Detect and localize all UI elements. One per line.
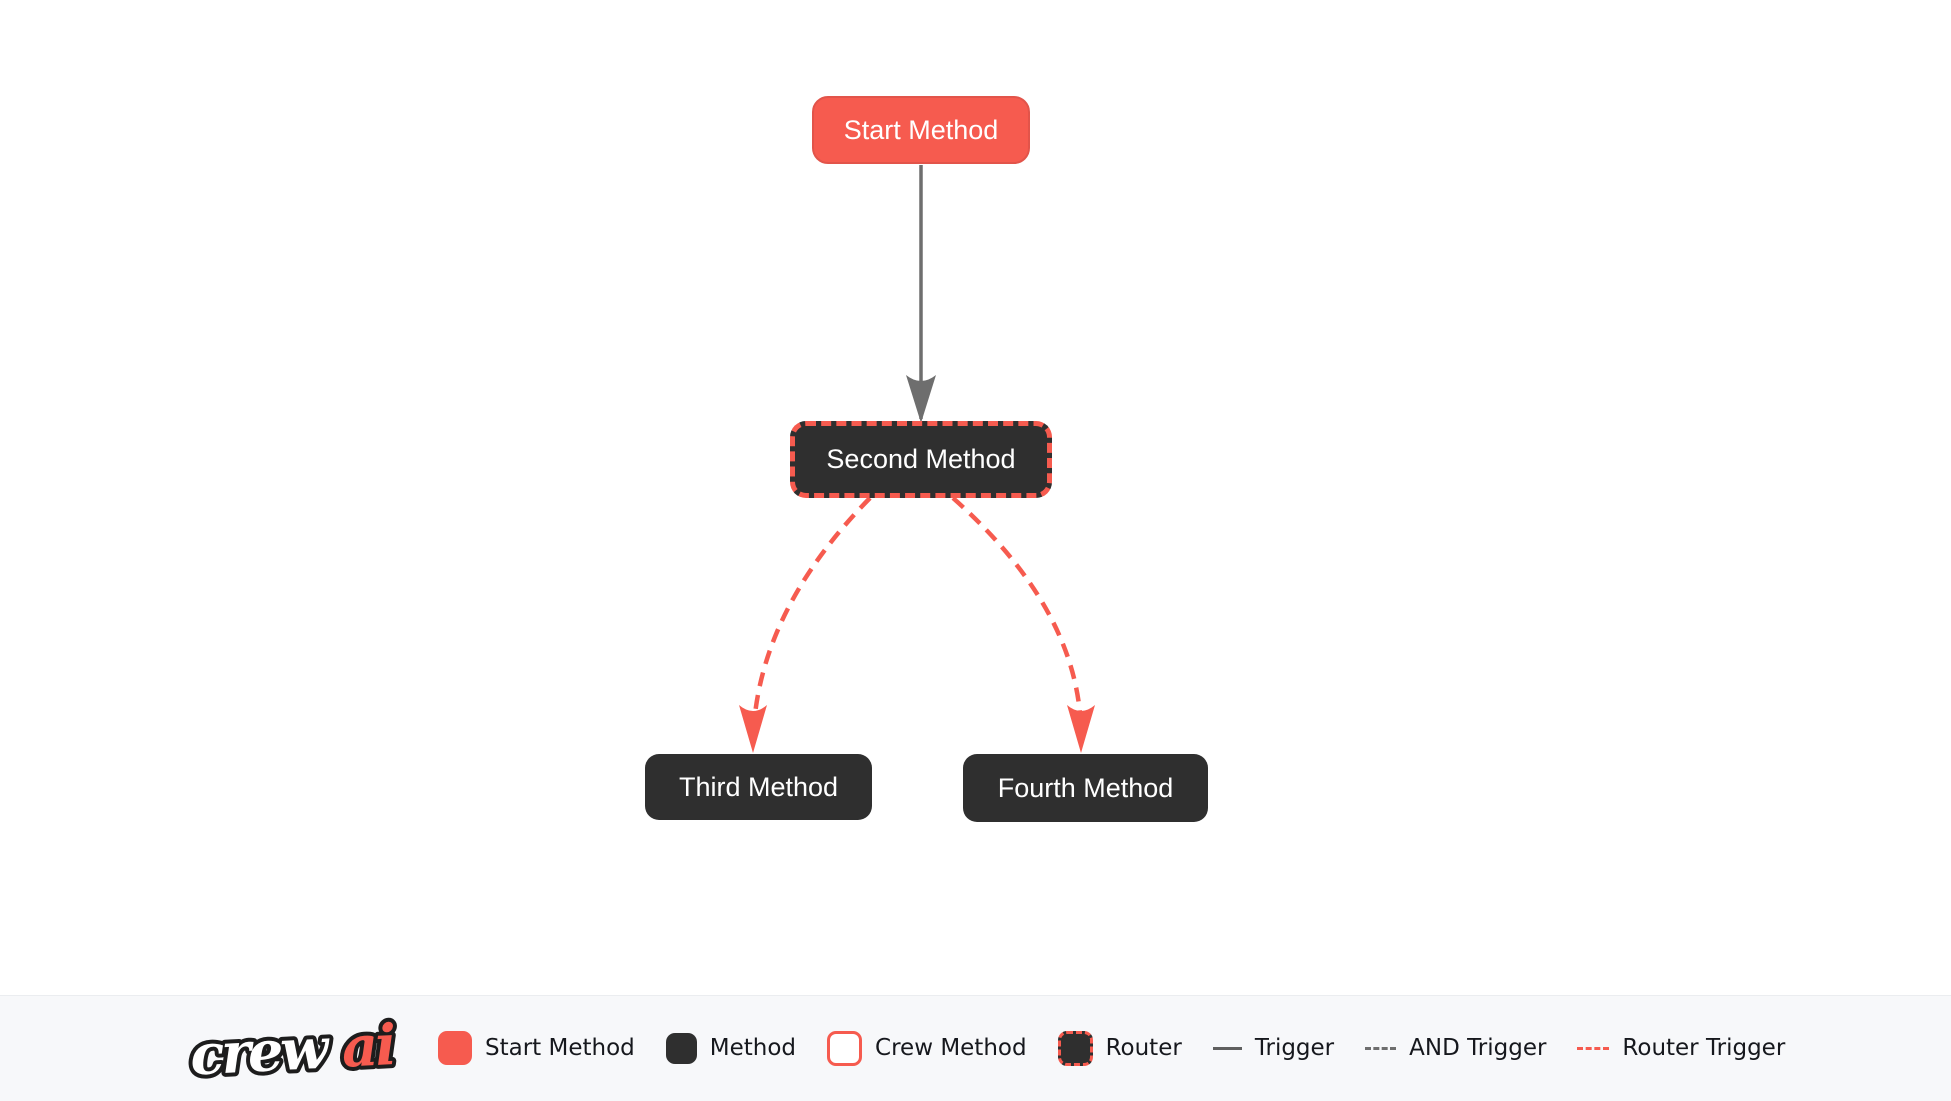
legend-label: Start Method bbox=[485, 1035, 635, 1061]
legend-item-method: Method bbox=[665, 1032, 797, 1064]
flow-canvas[interactable]: Start Method Second Method Third Method … bbox=[0, 0, 1951, 995]
router-swatch-icon bbox=[1057, 1030, 1093, 1066]
edge-trigger bbox=[906, 165, 936, 423]
legend-items: Start Method Method Crew Method Router T… bbox=[438, 995, 1785, 1101]
edges-layer bbox=[739, 165, 1095, 753]
node-fourth-method[interactable]: Fourth Method bbox=[963, 754, 1208, 822]
legend-label: Crew Method bbox=[875, 1035, 1027, 1061]
edge-router-trigger-left bbox=[739, 496, 872, 753]
crew-method-swatch-icon bbox=[827, 1030, 863, 1066]
legend-item-trigger: Trigger bbox=[1212, 1035, 1335, 1061]
and-trigger-line-icon bbox=[1365, 1046, 1397, 1050]
logo-text-ai: ai bbox=[340, 1012, 396, 1081]
edge-router-trigger-right bbox=[951, 496, 1095, 753]
legend-item-crew-method: Crew Method bbox=[827, 1030, 1027, 1066]
logo-text-crew: crew bbox=[188, 1015, 331, 1088]
crewai-logo: crew ai bbox=[186, 1009, 400, 1089]
node-second-method[interactable]: Second Method bbox=[790, 421, 1052, 498]
arrowhead-down-icon bbox=[739, 705, 767, 753]
router-trigger-line-icon bbox=[1577, 1046, 1610, 1050]
method-swatch-icon bbox=[665, 1032, 697, 1064]
arrowhead-down-icon bbox=[906, 375, 936, 423]
start-method-swatch-icon bbox=[438, 1031, 472, 1065]
legend-item-router: Router bbox=[1057, 1030, 1182, 1066]
legend-item-start-method: Start Method bbox=[438, 1031, 635, 1065]
trigger-line-icon bbox=[1212, 1046, 1242, 1050]
node-third-method[interactable]: Third Method bbox=[645, 754, 872, 820]
legend-label: AND Trigger bbox=[1409, 1035, 1547, 1061]
arrowhead-down-icon bbox=[1067, 705, 1095, 753]
node-start-method[interactable]: Start Method bbox=[812, 96, 1030, 164]
legend-label: Router bbox=[1105, 1035, 1182, 1061]
legend-item-router-trigger: Router Trigger bbox=[1577, 1035, 1785, 1061]
legend-item-and-trigger: AND Trigger bbox=[1365, 1035, 1546, 1061]
legend-label: Router Trigger bbox=[1622, 1035, 1786, 1061]
svg-text:crew ai: crew ai bbox=[188, 1012, 395, 1089]
legend-label: Method bbox=[709, 1035, 797, 1061]
legend-bar bbox=[0, 995, 1951, 1101]
legend-label: Trigger bbox=[1254, 1035, 1335, 1061]
